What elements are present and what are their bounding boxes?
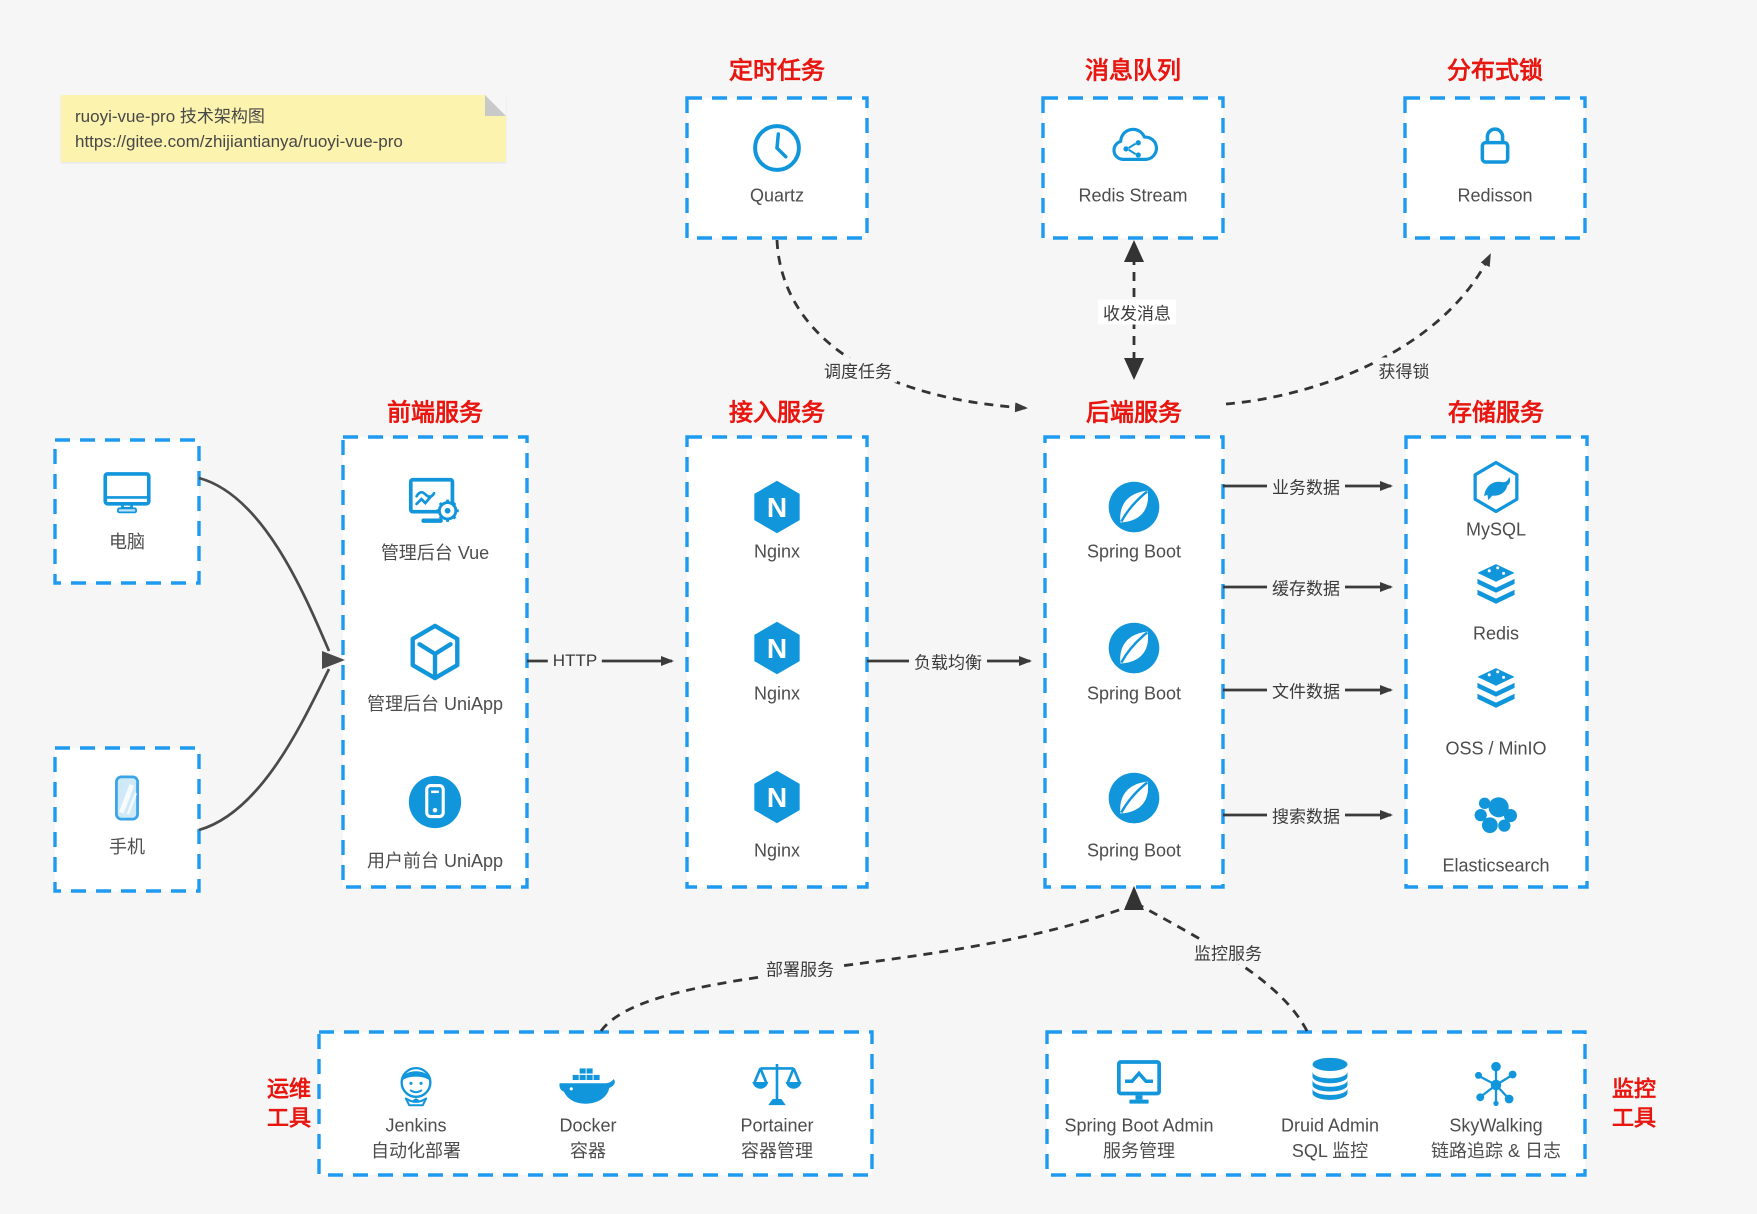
edge-acquire-lock [1225,253,1492,406]
arrowhead-frontend [322,651,345,669]
label-skywalking-desc: 链路追踪 & 日志 [1430,1141,1562,1161]
spring-boot-icon [1104,618,1164,678]
arrowhead-backend-bottom [1124,886,1144,910]
database-icon [1302,1053,1358,1109]
label-druid: Druid Admin [1280,1115,1380,1136]
title-distributed-lock: 分布式锁 [1447,57,1543,85]
label-spring-3: Spring Boot [1086,840,1182,861]
label-deploy: 部署服务 [761,955,839,981]
uniapp-cube-icon [404,621,466,683]
label-nginx-1: Nginx [753,541,801,562]
nginx-icon: N [748,766,806,828]
desktop-icon [97,463,157,521]
label-admin-uniapp: 管理后台 UniApp [366,694,504,714]
label-monitor: 监控服务 [1189,939,1267,965]
phone-icon [101,769,153,827]
admin-vue-icon [404,472,466,534]
title-monitor-tools: 监控 工具 [1611,1076,1657,1130]
edge-monitor [1140,904,1309,1032]
label-redis: Redis [1472,623,1520,644]
label-file-data: 文件数据 [1267,677,1345,703]
label-user-uniapp: 用户前台 UniApp [366,851,504,871]
title-gateway: 接入服务 [729,399,825,427]
note-fold-corner [485,95,506,116]
label-mobile: 手机 [109,837,145,857]
label-load-balance: 负载均衡 [909,648,987,674]
jenkins-icon [389,1057,443,1113]
topology-icon [1468,1057,1524,1113]
label-elasticsearch: Elasticsearch [1442,855,1550,876]
label-nginx-2: Nginx [753,683,801,704]
clock-icon [749,120,805,176]
edge-pc-to-frontend [198,476,331,652]
label-biz-data: 业务数据 [1267,473,1345,499]
label-jenkins: Jenkins [385,1115,447,1136]
oss-stack-icon [1468,663,1524,717]
lock-icon [1468,118,1522,174]
label-admin-vue: 管理后台 Vue [380,543,490,563]
spring-boot-icon [1104,477,1164,537]
svg-text:N: N [767,492,787,523]
label-redis-stream: Redis Stream [1078,185,1188,206]
label-quartz: Quartz [749,185,805,206]
chart-monitor-icon [1110,1055,1168,1111]
svg-text:N: N [767,782,787,813]
spring-boot-icon [1104,768,1164,828]
box-message-queue [1041,96,1225,240]
title-backend: 后端服务 [1086,399,1182,427]
user-uniapp-icon [404,771,466,833]
title-frontend: 前端服务 [387,399,483,427]
label-skywalking: SkyWalking [1449,1115,1543,1136]
label-search-data: 搜索数据 [1267,802,1345,828]
title-scheduler: 定时任务 [729,57,825,85]
label-pc: 电脑 [109,532,145,552]
label-jenkins-desc: 自动化部署 [371,1141,461,1161]
box-distributed-lock [1403,96,1587,240]
label-docker: Docker [559,1115,617,1136]
edge-schedule [775,239,1028,413]
docker-icon [558,1061,618,1113]
label-redisson: Redisson [1457,185,1533,206]
label-sba: Spring Boot Admin [1064,1115,1214,1136]
label-schedule: 调度任务 [819,357,897,383]
label-spring-2: Spring Boot [1086,683,1182,704]
svg-text:N: N [767,633,787,664]
cloud-network-icon [1103,120,1163,176]
title-storage: 存储服务 [1448,399,1544,427]
label-druid-desc: SQL 监控 [1291,1141,1369,1161]
edge-mobile-to-frontend [198,668,331,832]
mysql-icon [1467,458,1525,516]
label-mysql: MySQL [1465,519,1527,540]
label-docker-desc: 容器 [570,1141,606,1161]
elasticsearch-icon [1467,788,1525,844]
label-acquire-lock: 获得锁 [1373,357,1435,383]
edge-deploy [599,905,1128,1032]
label-nginx-3: Nginx [753,840,801,861]
label-portainer-desc: 容器管理 [741,1141,813,1161]
note-url: https://gitee.com/zhijiantianya/ruoyi-vu… [75,131,403,151]
note-title: ruoyi-vue-pro 技术架构图 [75,107,265,126]
nginx-icon: N [748,476,806,538]
label-sba-desc: 服务管理 [1103,1141,1175,1161]
arrowhead-mq-down [1124,358,1144,380]
label-portainer: Portainer [740,1115,814,1136]
nginx-icon: N [748,617,806,679]
label-cache-data: 缓存数据 [1267,574,1345,600]
label-http: HTTP [547,651,603,671]
redis-stack-icon [1468,559,1524,613]
label-spring-1: Spring Boot [1086,541,1182,562]
title-ops-tools: 运维 工具 [266,1076,312,1130]
label-messages: 收发消息 [1098,299,1176,325]
label-oss-minio: OSS / MinIO [1445,738,1547,759]
sticky-note: ruoyi-vue-pro 技术架构图 https://gitee.com/zh… [61,95,506,162]
portainer-icon [749,1057,805,1113]
title-message-queue: 消息队列 [1085,57,1181,85]
arrowhead-mq-up [1124,240,1144,262]
